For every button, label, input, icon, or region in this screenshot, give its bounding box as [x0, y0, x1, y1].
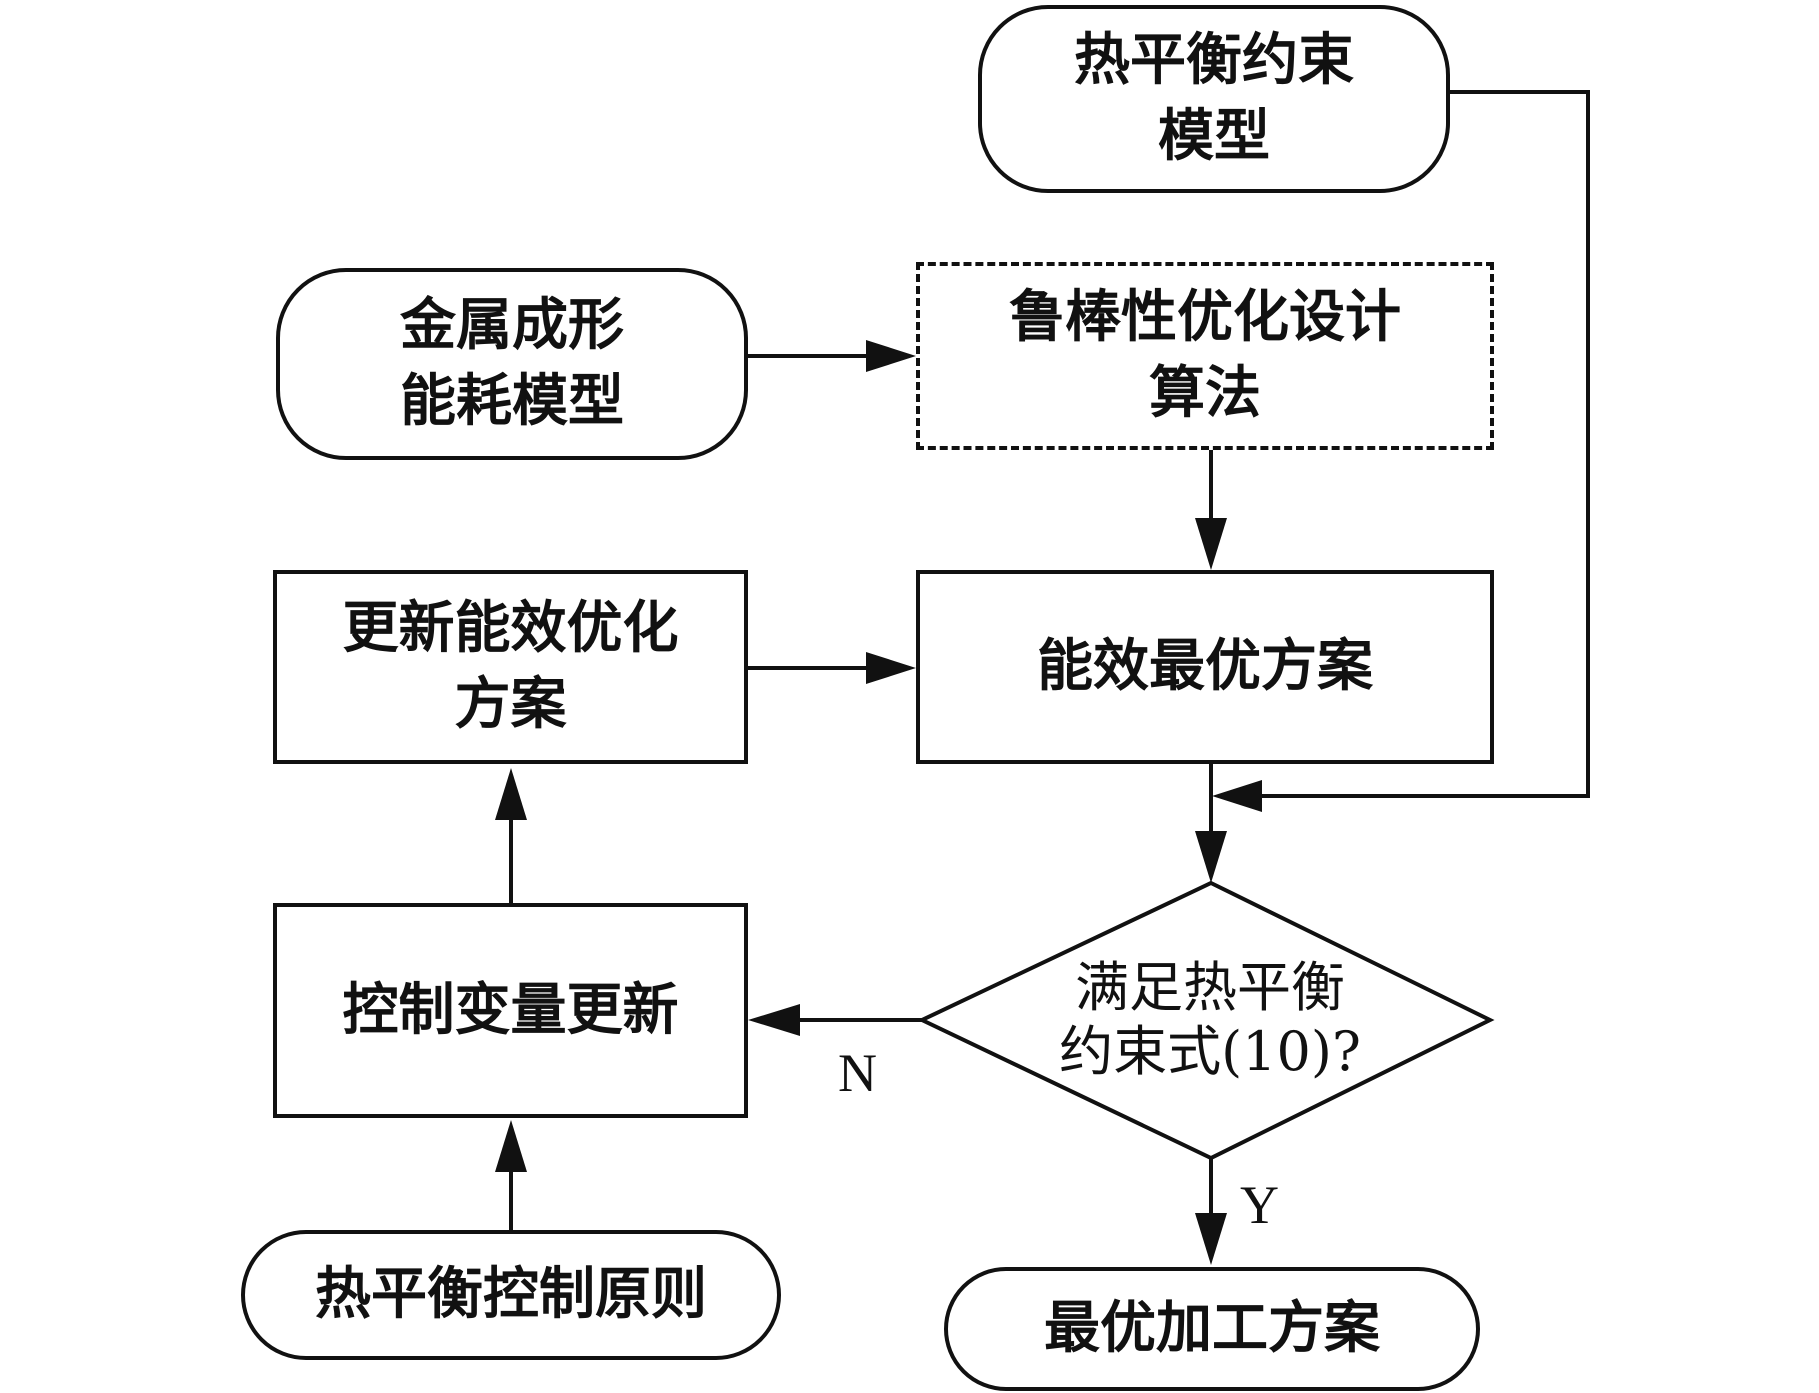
optimal-processing-plan-node: 最优加工方案 — [944, 1267, 1480, 1391]
arrowhead-algorithm-to-optimal — [1195, 518, 1227, 570]
node-text-line: 算法 — [1149, 361, 1261, 426]
node-text-line: 热平衡控制原则 — [315, 1262, 707, 1327]
thermal-control-principle-node: 热平衡控制原则 — [241, 1230, 781, 1360]
decision-text: 满足热平衡 约束式(10)? — [1000, 950, 1420, 1090]
update-efficiency-plan-node: 更新能效优化 方案 — [273, 570, 748, 764]
node-text-line: 方案 — [454, 672, 567, 737]
node-text-line: 最优加工方案 — [1044, 1296, 1380, 1361]
node-text-line: 能效最优方案 — [1037, 634, 1373, 699]
arrowhead-energy-to-algorithm — [866, 340, 916, 372]
arrowhead-control-to-update — [495, 768, 527, 820]
arrowhead-optimal-to-decision — [1195, 831, 1227, 883]
decision-text-line: 约束式(10)? — [1059, 1020, 1361, 1083]
control-variable-update-node: 控制变量更新 — [273, 903, 748, 1118]
arrowhead-thermal-to-junction — [1212, 780, 1262, 812]
node-text-line: 更新能效优化 — [342, 596, 679, 661]
node-text-line: 能耗模型 — [400, 369, 624, 434]
node-text-line: 鲁棒性优化设计 — [1009, 285, 1401, 350]
arrowhead-principle-to-control — [495, 1120, 527, 1172]
node-text-line: 热平衡约束 — [1074, 28, 1354, 93]
node-text-line: 控制变量更新 — [342, 977, 679, 1043]
robust-optimization-algorithm-node: 鲁棒性优化设计 算法 — [916, 262, 1494, 450]
energy-consumption-model-node: 金属成形 能耗模型 — [276, 268, 748, 460]
arrowhead-decision-to-control — [748, 1004, 800, 1036]
node-text-line: 金属成形 — [400, 293, 624, 358]
optimal-efficiency-plan-node: 能效最优方案 — [916, 570, 1494, 764]
edge-label-no: N — [838, 1043, 877, 1103]
arrowhead-update-to-optimal — [866, 652, 916, 684]
node-text-line: 模型 — [1158, 104, 1270, 169]
line-thermal-to-junction — [1260, 90, 1590, 798]
decision-text-line: 满足热平衡 — [1075, 956, 1345, 1019]
edge-label-yes: Y — [1240, 1175, 1279, 1235]
thermal-constraint-model-node: 热平衡约束 模型 — [978, 5, 1450, 193]
arrowhead-decision-to-final — [1195, 1213, 1227, 1265]
